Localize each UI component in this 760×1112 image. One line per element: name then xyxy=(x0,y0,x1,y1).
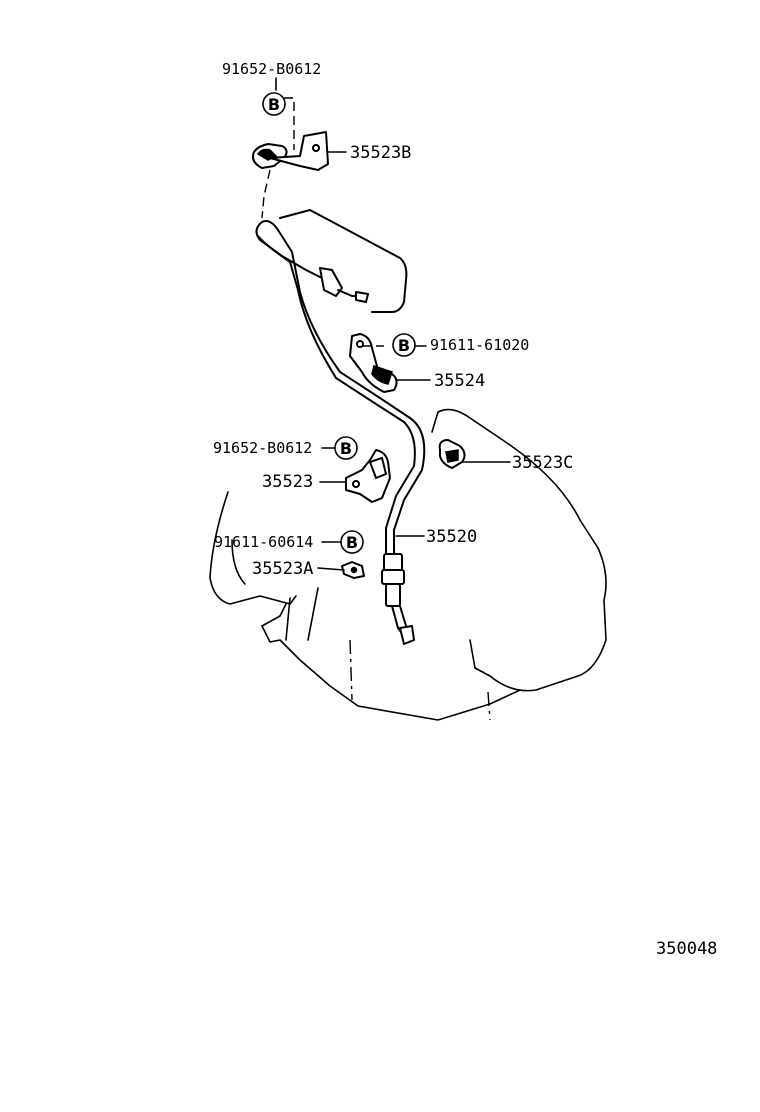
part-35523A xyxy=(341,561,365,579)
badge-b-top-label: B xyxy=(268,95,280,114)
badge-b-upper-right-label: B xyxy=(398,336,410,355)
transmission-cable xyxy=(255,220,426,645)
callout-35523C: 35523C xyxy=(512,453,573,473)
callout-91652-B0612-top: 91652-B0612 xyxy=(222,60,321,78)
callout-35523: 35523 xyxy=(262,472,313,492)
part-35523 xyxy=(345,449,391,503)
part-35524 xyxy=(349,333,398,393)
diagram-code: 350048 xyxy=(656,939,717,959)
part-35523B xyxy=(252,131,329,171)
leader-lines xyxy=(261,77,511,571)
callout-91652-B0612-middle: 91652-B0612 xyxy=(213,439,312,457)
badge-b-upper-right: B xyxy=(392,333,416,357)
callout-35524: 35524 xyxy=(434,371,485,391)
callout-91611-61020: 91611-61020 xyxy=(430,336,529,354)
callout-35520: 35520 xyxy=(426,527,477,547)
part-35523C xyxy=(438,439,466,469)
callout-35523B: 35523B xyxy=(350,143,411,163)
badge-b-top: B xyxy=(262,92,286,116)
badge-b-lower-label: B xyxy=(346,533,358,552)
badge-b-middle-label: B xyxy=(340,439,352,458)
callout-91611-60614: 91611-60614 xyxy=(214,533,313,551)
transmission-housing xyxy=(209,209,607,721)
callout-35523A: 35523A xyxy=(252,559,313,579)
badge-b-middle: B xyxy=(334,436,358,460)
badge-b-lower: B xyxy=(340,530,364,554)
